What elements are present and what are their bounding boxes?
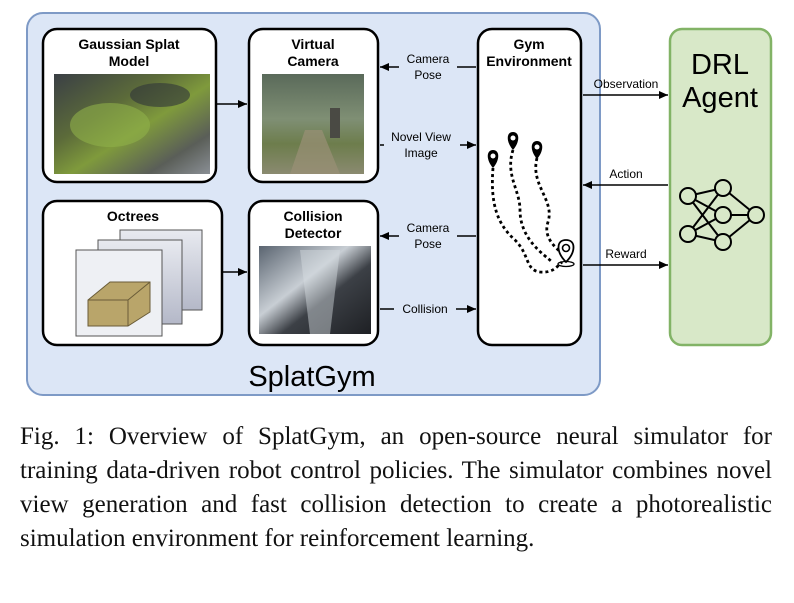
collision-detector-image xyxy=(259,246,371,334)
edge-label-novel-view-2: Image xyxy=(404,146,438,160)
edge-label-camera-pose-bottom-2: Pose xyxy=(414,237,442,251)
virtual-camera-title-1: Virtual xyxy=(291,36,334,52)
splatgym-diagram: SplatGym Gaussian Splat Model Virtual Ca… xyxy=(26,12,773,396)
gaussian-splat-title-1: Gaussian Splat xyxy=(78,36,179,52)
drl-agent-title-1: DRL xyxy=(691,49,749,81)
virtual-camera-title-2: Camera xyxy=(287,53,339,69)
map-pin-icon xyxy=(487,150,499,168)
collision-detector-box: Collision Detector xyxy=(247,199,380,347)
edge-label-collision: Collision xyxy=(402,302,447,316)
octrees-title: Octrees xyxy=(107,208,159,224)
trajectory-path-1 xyxy=(491,167,563,274)
gaussian-splat-title-2: Model xyxy=(109,53,149,69)
gym-environment-box: Gym Environment xyxy=(476,27,583,347)
trajectory-path-3 xyxy=(534,157,566,257)
edge-label-camera-pose-bottom-1: Camera xyxy=(407,221,450,235)
edge-label-observation: Observation xyxy=(594,77,659,91)
figure-caption: Fig. 1: Overview of SplatGym, an open-so… xyxy=(20,423,772,552)
edge-label-camera-pose-top-1: Camera xyxy=(407,52,450,66)
gym-environment-title-1: Gym xyxy=(513,36,544,52)
octrees-box: Octrees xyxy=(41,199,224,347)
map-pin-icon xyxy=(531,141,543,159)
virtual-camera-box: Virtual Camera xyxy=(247,27,380,184)
gym-environment-title-2: Environment xyxy=(486,53,572,69)
splatgym-label: SplatGym xyxy=(248,361,375,393)
gaussian-splat-box: Gaussian Splat Model xyxy=(41,27,218,184)
edge-label-novel-view-1: Novel View xyxy=(391,130,451,144)
edge-label-action: Action xyxy=(609,167,642,181)
trajectory-path-2 xyxy=(509,149,553,264)
map-pin-icon xyxy=(507,132,519,150)
neural-network-icon xyxy=(679,179,765,251)
edge-label-reward: Reward xyxy=(605,247,646,261)
drl-agent-title-2: Agent xyxy=(682,82,758,114)
collision-detector-title-1: Collision xyxy=(283,208,342,224)
edge-label-camera-pose-top-2: Pose xyxy=(414,68,442,82)
collision-detector-title-2: Detector xyxy=(285,225,342,241)
target-pin-icon xyxy=(557,239,575,268)
drl-agent-box: DRL Agent xyxy=(668,27,773,347)
